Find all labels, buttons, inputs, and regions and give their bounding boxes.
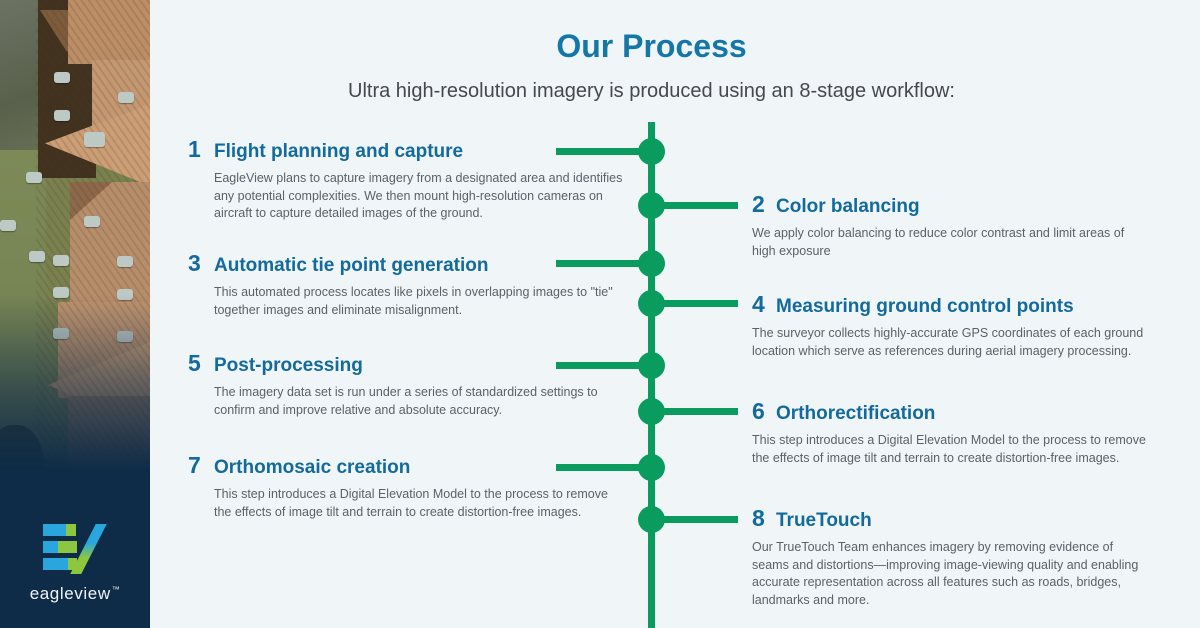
stage-6-description: This step introduces a Digital Elevation… — [752, 433, 1146, 465]
roof-plane — [68, 0, 150, 64]
timeline-dot-5 — [638, 352, 665, 379]
page-subtitle: Ultra high-resolution imagery is produce… — [348, 80, 955, 102]
timeline-connector-2 — [651, 202, 738, 209]
header: Our Process Ultra high-resolution imager… — [150, 28, 1153, 103]
timeline-connector-7 — [556, 464, 652, 471]
dormer-vent — [54, 110, 70, 121]
timeline-connector-8 — [651, 516, 738, 523]
stage-5-description: The imagery data set is run under a seri… — [214, 385, 598, 417]
dormer-vent — [26, 172, 42, 183]
dormer-vent — [118, 92, 134, 103]
stage-8-header: 8 TrueTouch — [752, 505, 1150, 533]
timeline-dot-7 — [638, 454, 665, 481]
stage-4-header: 4 Measuring ground control points — [752, 291, 1150, 319]
stage-3-number: 3 — [188, 250, 201, 276]
stage-1-description: EagleView plans to capture imagery from … — [214, 171, 623, 220]
dormer-vent — [0, 220, 16, 231]
stage-8-title: TrueTouch — [776, 510, 872, 531]
stage-3-title: Automatic tie point generation — [214, 255, 489, 276]
dormer-vent — [53, 287, 69, 298]
brand-block: eagleview™ — [0, 524, 150, 604]
stage-1-number: 1 — [188, 136, 201, 162]
dormer-vent — [54, 72, 70, 83]
stage-3-description: This automated process locates like pixe… — [214, 285, 613, 317]
dormer-vent — [84, 132, 105, 147]
timeline-dot-2 — [638, 192, 665, 219]
stage-2: 2 Color balancing We apply color balanci… — [752, 191, 1150, 260]
stage-7: 7 Orthomosaic creation This step introdu… — [188, 452, 626, 521]
timeline-connector-3 — [556, 260, 652, 267]
timeline-connector-5 — [556, 362, 652, 369]
stage-1-header: 1 Flight planning and capture — [188, 136, 626, 164]
page-title: Our Process — [556, 28, 747, 64]
stage-7-header: 7 Orthomosaic creation — [188, 452, 626, 480]
logo-bar-middle — [43, 541, 77, 553]
dormer-vent — [117, 289, 133, 300]
timeline-dot-8 — [638, 506, 665, 533]
stage-8: 8 TrueTouch Our TrueTouch Team enhances … — [752, 505, 1150, 609]
timeline-dot-6 — [638, 398, 665, 425]
photo-navy-fade — [0, 295, 150, 502]
aerial-photo-panel: eagleview™ — [0, 0, 150, 628]
stage-6-header: 6 Orthorectification — [752, 398, 1150, 426]
trademark-symbol: ™ — [111, 585, 121, 595]
stage-5: 5 Post-processing The imagery data set i… — [188, 350, 626, 419]
stage-5-title: Post-processing — [214, 355, 363, 376]
timeline-connector-1 — [556, 148, 652, 155]
timeline-dot-3 — [638, 250, 665, 277]
stage-8-description: Our TrueTouch Team enhances imagery by r… — [752, 540, 1139, 607]
dormer-vent — [117, 256, 133, 267]
stage-2-number: 2 — [752, 191, 765, 217]
stage-4-title: Measuring ground control points — [776, 296, 1074, 317]
stage-6-number: 6 — [752, 398, 765, 424]
timeline-dot-4 — [638, 290, 665, 317]
logo-bar-bottom — [43, 558, 77, 570]
stage-4: 4 Measuring ground control points The su… — [752, 291, 1150, 360]
eagleview-logo-icon — [43, 524, 107, 574]
stage-5-header: 5 Post-processing — [188, 350, 626, 378]
stage-6: 6 Orthorectification This step introduce… — [752, 398, 1150, 467]
stage-1: 1 Flight planning and capture EagleView … — [188, 136, 626, 223]
timeline-connector-4 — [651, 300, 738, 307]
aerial-roof-photo — [0, 0, 150, 502]
dormer-vent — [29, 251, 45, 262]
stage-4-description: The surveyor collects highly-accurate GP… — [752, 326, 1144, 358]
stage-8-number: 8 — [752, 505, 765, 531]
stage-7-title: Orthomosaic creation — [214, 457, 411, 478]
dormer-vent — [53, 255, 69, 266]
stage-2-title: Color balancing — [776, 196, 920, 217]
stage-3: 3 Automatic tie point generation This au… — [188, 250, 626, 319]
stage-4-number: 4 — [752, 291, 765, 317]
stage-7-number: 7 — [188, 452, 201, 478]
stage-5-number: 5 — [188, 350, 201, 376]
timeline-connector-6 — [651, 408, 738, 415]
stage-2-header: 2 Color balancing — [752, 191, 1150, 219]
dormer-vent — [84, 216, 100, 227]
stage-6-title: Orthorectification — [776, 403, 936, 424]
timeline-dot-1 — [638, 138, 665, 165]
stage-7-description: This step introduces a Digital Elevation… — [214, 487, 608, 519]
eagleview-logo-text: eagleview™ — [0, 584, 150, 604]
stage-1-title: Flight planning and capture — [214, 141, 464, 162]
logo-wordmark: eagleview — [29, 584, 111, 603]
stage-2-description: We apply color balancing to reduce color… — [752, 226, 1125, 258]
stage-3-header: 3 Automatic tie point generation — [188, 250, 626, 278]
logo-bar-top — [43, 524, 76, 536]
